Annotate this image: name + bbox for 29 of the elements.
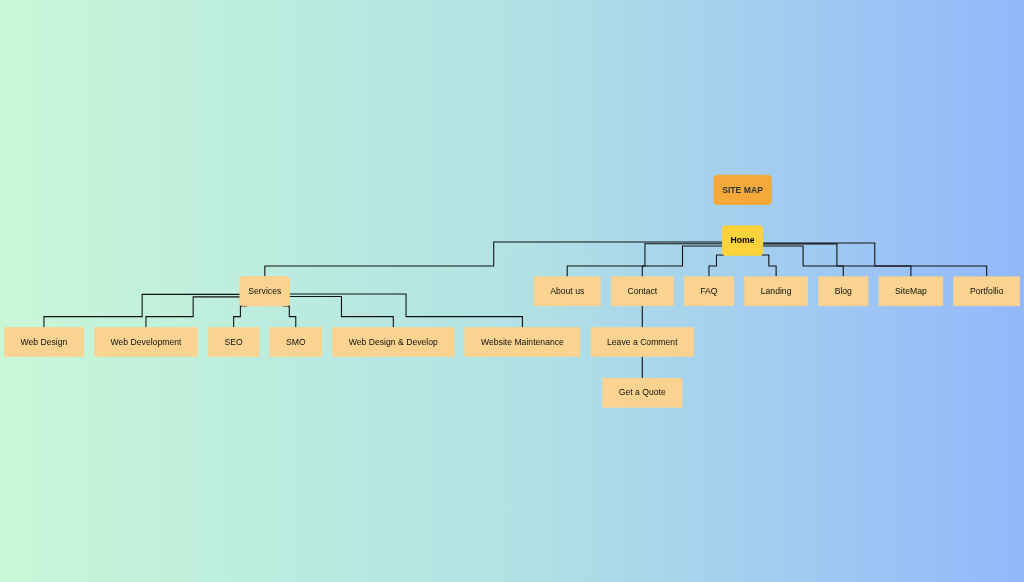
- connector: [761, 254, 777, 277]
- node-box: SMO: [269, 326, 323, 357]
- connector: [641, 305, 643, 328]
- connector: [43, 293, 241, 328]
- connector: [708, 254, 725, 277]
- connector: [289, 293, 523, 328]
- node-box: About us: [533, 276, 601, 306]
- node-box: Website Maintenance: [464, 326, 581, 357]
- connector: [762, 243, 912, 277]
- connector: [641, 245, 724, 277]
- connector: [566, 242, 724, 277]
- node-box: Get a Quote: [602, 377, 683, 408]
- connector: [289, 295, 394, 328]
- node-box: SEO: [208, 326, 260, 357]
- node-box: Web Development: [94, 326, 198, 357]
- node-box: Web Design: [4, 326, 84, 357]
- connector: [641, 355, 643, 379]
- node-box: Portfollio: [953, 276, 1020, 306]
- node-box: Contact: [610, 276, 674, 306]
- node-box: SiteMap: [878, 276, 944, 306]
- node-box: Web Design & Develop: [332, 326, 455, 357]
- connector: [762, 245, 844, 277]
- node-box: Blog: [818, 276, 869, 306]
- connector: [145, 295, 241, 328]
- node-box: FAQ: [683, 276, 735, 306]
- connector: [264, 241, 724, 278]
- node-box: Leave a Comment: [590, 326, 694, 357]
- node-box: Landing: [744, 276, 808, 306]
- connector: [762, 242, 988, 277]
